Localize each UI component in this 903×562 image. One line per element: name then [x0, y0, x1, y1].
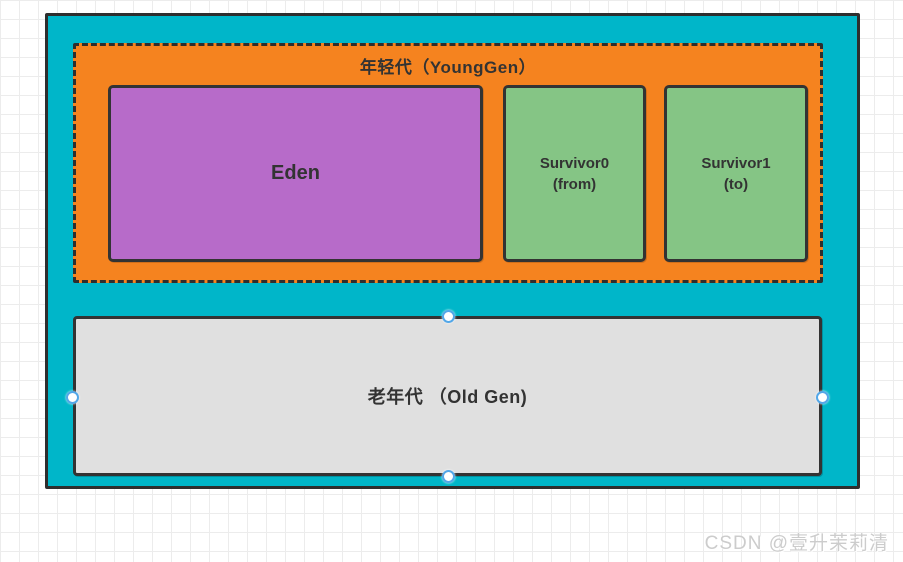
survivor1-role-label: (to) — [723, 175, 749, 193]
survivor1-label: Survivor1 — [701, 154, 771, 172]
young-gen-shape[interactable]: 年轻代（YoungGen） Eden Survivor0 (from) Surv… — [73, 43, 823, 283]
survivor1-shape[interactable]: Survivor1 (to) — [664, 85, 808, 262]
old-gen-label: 老年代 （Old Gen) — [367, 387, 528, 407]
eden-label: Eden — [271, 162, 320, 184]
selection-handle-top[interactable] — [442, 310, 455, 323]
selection-handle-left[interactable] — [66, 391, 79, 404]
selection-handle-bottom[interactable] — [442, 470, 455, 483]
survivor0-shape[interactable]: Survivor0 (from) — [503, 85, 646, 262]
old-gen-shape[interactable]: 老年代 （Old Gen) — [73, 316, 822, 476]
csdn-watermark: CSDN @壹升茉莉清 — [704, 533, 889, 554]
heap-shape[interactable]: 年轻代（YoungGen） Eden Survivor0 (from) Surv… — [45, 13, 860, 489]
selection-handle-right[interactable] — [816, 391, 829, 404]
survivor0-label: Survivor0 — [539, 154, 610, 172]
young-gen-label: 年轻代（YoungGen） — [359, 58, 537, 77]
survivor0-role-label: (from) — [552, 175, 597, 193]
eden-shape[interactable]: Eden — [108, 85, 483, 262]
